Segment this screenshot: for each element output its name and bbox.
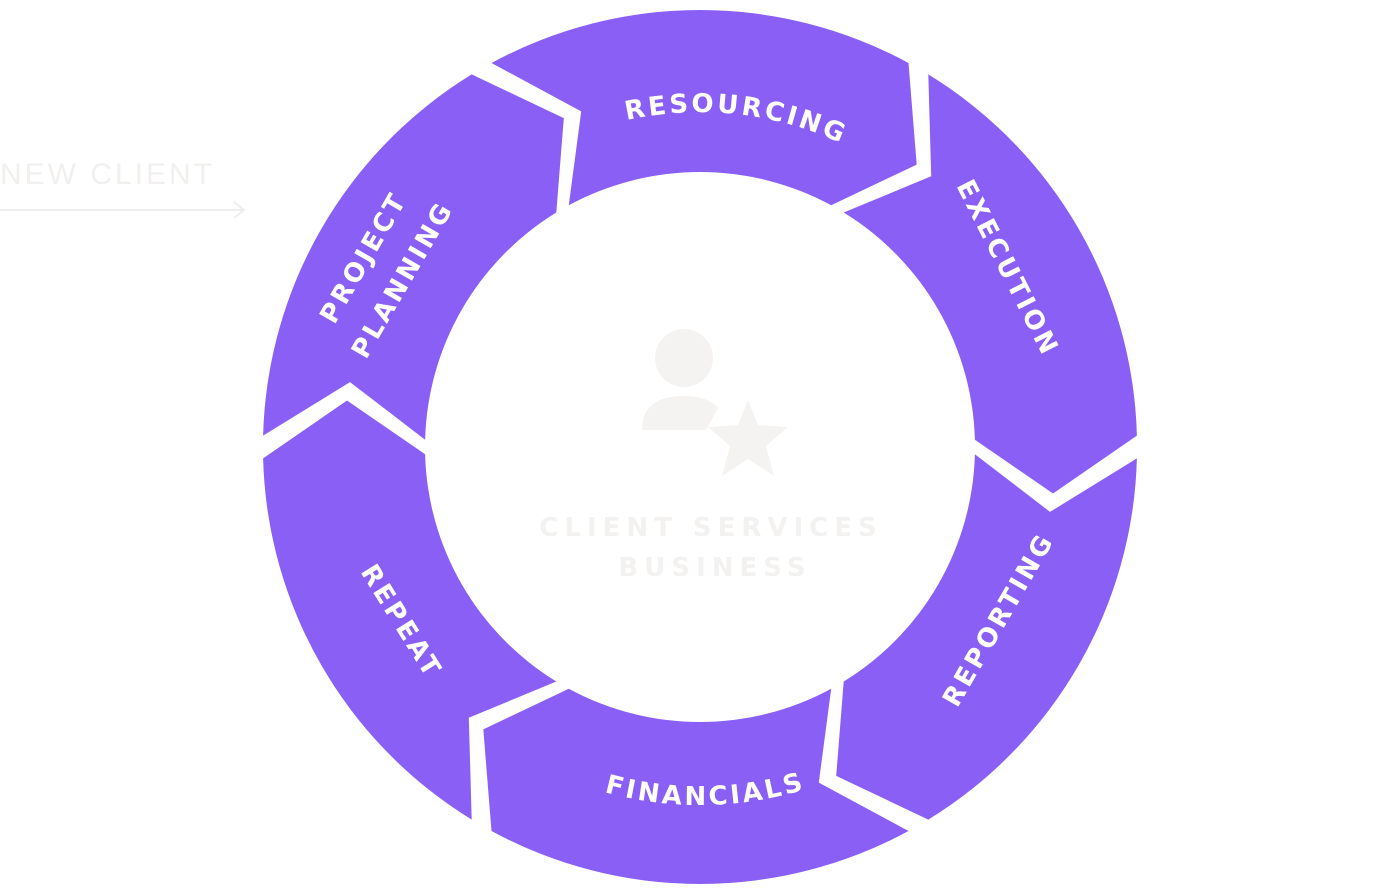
new-client-label: NEW CLIENT bbox=[0, 158, 215, 191]
person-star-icon bbox=[642, 329, 788, 476]
cycle-segment-reporting bbox=[836, 454, 1137, 820]
cycle-segment-resourcing bbox=[491, 10, 917, 206]
cycle-segment-financials bbox=[483, 688, 909, 884]
new-client-arrow-head bbox=[233, 201, 246, 219]
cycle-segment-execution bbox=[843, 74, 1137, 494]
cycle-segments bbox=[263, 10, 1137, 884]
cycle-segment-repeat bbox=[263, 400, 557, 820]
center-hub: CLIENT SERVICES BUSINESS bbox=[539, 329, 883, 583]
cycle-segment-project-planning bbox=[263, 74, 564, 440]
center-title-line1: CLIENT SERVICES bbox=[539, 513, 883, 543]
new-client-entry: NEW CLIENT bbox=[0, 158, 246, 219]
center-title-line2: BUSINESS bbox=[618, 553, 811, 583]
